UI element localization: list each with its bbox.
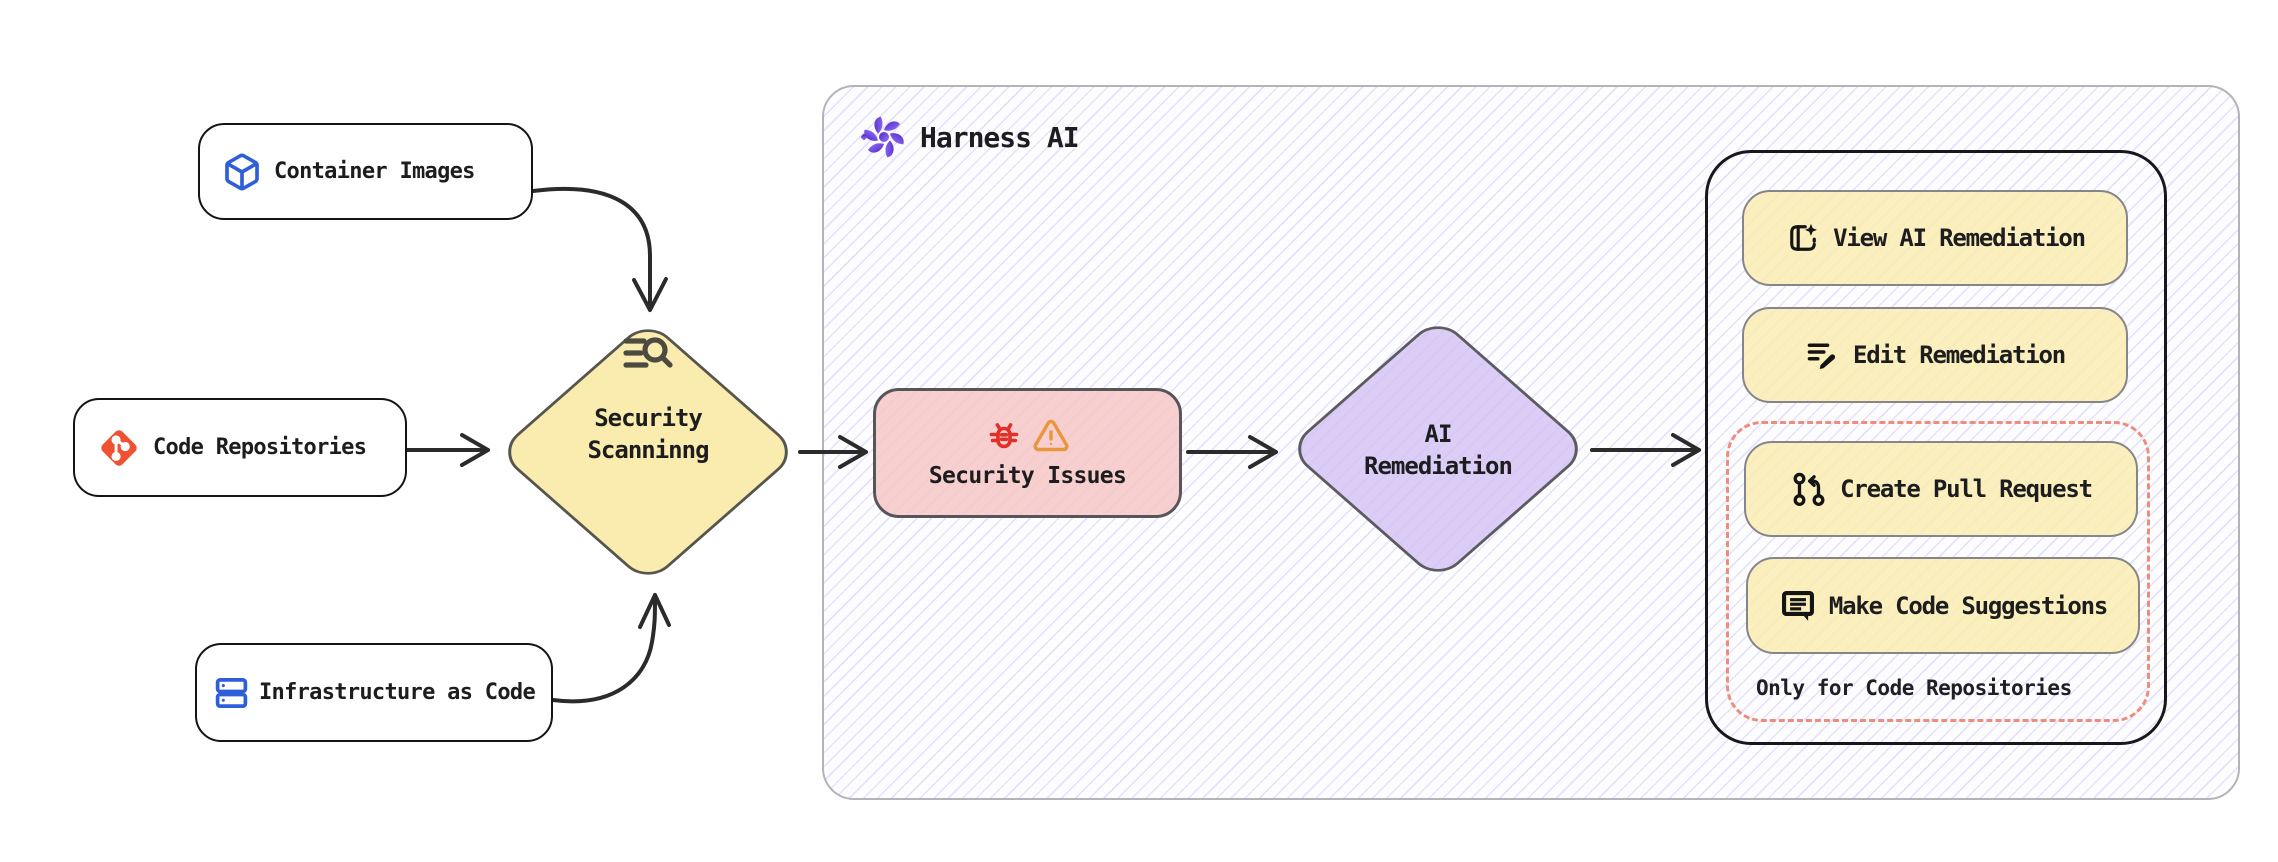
server-stack-icon [215,677,248,708]
security-scanning-label-line1: Security [594,404,703,432]
remediation-actions-panel [1705,150,2167,745]
button-label: View AI Remediation [1833,224,2086,252]
bug-icon [989,423,1018,449]
code-comment-icon [1781,590,1814,621]
button-label: Create Pull Request [1840,475,2093,503]
node-code-repositories: Code Repositories [73,398,407,497]
pull-request-icon [1793,472,1825,507]
scan-search-icon [623,337,673,368]
edit-remediation-button: Edit Remediation [1742,307,2128,403]
node-label: Container Images [274,159,475,184]
arrow-infrastructure-to-scanning [551,596,657,704]
git-icon [101,429,137,466]
repo-only-note: Only for Code Repositories [1756,676,2072,700]
security-scanning-label-line2: Scanninng [587,436,709,464]
cube-icon [225,153,259,191]
security-issues-icons [986,417,1070,455]
warning-icon [1033,419,1068,452]
arrow-container-images-to-scanning [531,186,652,310]
harness-ai-title-text: Harness AI [920,120,1080,154]
security-scanning-diamond-shape [508,329,788,575]
harness-ai-logo-icon [860,116,904,158]
create-pull-request-button: Create Pull Request [1744,441,2138,537]
button-label: Make Code Suggestions [1828,591,2108,620]
node-security-scanning: Security Scanninng [498,332,798,576]
make-code-suggestions-button: Make Code Suggestions [1746,557,2140,654]
node-label: Code Repositories [153,435,367,460]
node-container-images: Container Images [198,123,533,220]
node-infrastructure-as-code: Infrastructure as Code [195,643,553,742]
harness-ai-header: Harness AI [860,110,1080,164]
edit-list-icon [1807,343,1836,369]
node-label: Infrastructure as Code [259,680,536,705]
repo-only-group [1726,421,2150,722]
button-label: Edit Remediation [1853,341,2066,369]
security-issues-label: Security Issues [928,463,1127,489]
view-ai-remediation-button: View AI Remediation [1742,190,2128,286]
book-sparkle-icon [1790,223,1818,251]
node-security-issues: Security Issues [873,388,1182,518]
